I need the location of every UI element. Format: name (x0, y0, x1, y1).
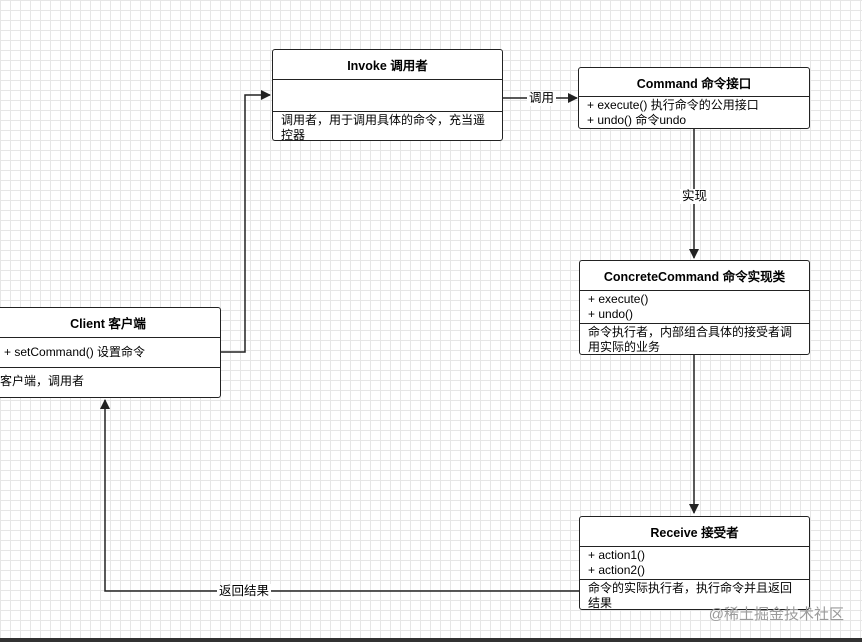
return-edge-label: 返回结果 (217, 584, 272, 599)
concrete-description-section: 命令执行者，内部组合具体的接受者调用实际的业务 (580, 324, 809, 356)
invoke-edge-label: 调用 (527, 91, 557, 106)
bottom-border (0, 638, 862, 642)
invoker-attributes (273, 80, 502, 112)
invoker-description-section: 调用者，用于调用具体的命令，充当遥控器 (273, 112, 502, 144)
concrete-methods: + execute() + undo() (580, 291, 809, 324)
receiver-method: + action1() (588, 548, 646, 562)
command-method: + undo() 命令undo (587, 113, 687, 127)
invoker-description: 调用者，用于调用具体的命令，充当遥控器 (281, 113, 486, 142)
client-method: + setCommand() 设置命令 (4, 345, 146, 359)
command-interface-box[interactable]: Command 命令接口 + execute() 执行命令的公用接口 + und… (578, 67, 810, 129)
client-to-invoker-arrow (220, 90, 271, 353)
client-methods: + setCommand() 设置命令 (0, 338, 220, 368)
concrete-description: 命令执行者，内部组合具体的接受者调用实际的业务 (588, 325, 793, 354)
client-description: 客户端，调用者 (0, 374, 85, 388)
concrete-method: + execute() (588, 292, 649, 306)
client-description-section: 客户端，调用者 (0, 368, 220, 390)
receiver-title: Receive 接受者 (580, 517, 809, 547)
command-method: + execute() 执行命令的公用接口 (587, 98, 759, 112)
implements-edge-label: 实现 (680, 189, 710, 204)
concrete-method: + undo() (588, 307, 634, 321)
client-title: Client 客户端 (0, 308, 220, 338)
receiver-class-box[interactable]: Receive 接受者 + action1() + action2() 命令的实… (579, 516, 810, 610)
receiver-methods: + action1() + action2() (580, 547, 809, 580)
concrete-command-box[interactable]: ConcreteCommand 命令实现类 + execute() + undo… (579, 260, 810, 355)
receiver-to-client-arrow (100, 399, 579, 592)
client-class-box[interactable]: Client 客户端 + setCommand() 设置命令 客户端，调用者 (0, 307, 221, 398)
receiver-description-section: 命令的实际执行者，执行命令并且返回结果 (580, 580, 809, 612)
invoker-class-box[interactable]: Invoke 调用者 调用者，用于调用具体的命令，充当遥控器 (272, 49, 503, 144)
receiver-method: + action2() (588, 563, 646, 577)
watermark: @稀土掘金技术社区 (708, 606, 844, 623)
invoker-title: Invoke 调用者 (273, 50, 502, 80)
concrete-title: ConcreteCommand 命令实现类 (580, 261, 809, 291)
receiver-description: 命令的实际执行者，执行命令并且返回结果 (588, 581, 793, 610)
command-title: Command 命令接口 (579, 68, 809, 97)
command-methods: + execute() 执行命令的公用接口 + undo() 命令undo (579, 97, 809, 129)
